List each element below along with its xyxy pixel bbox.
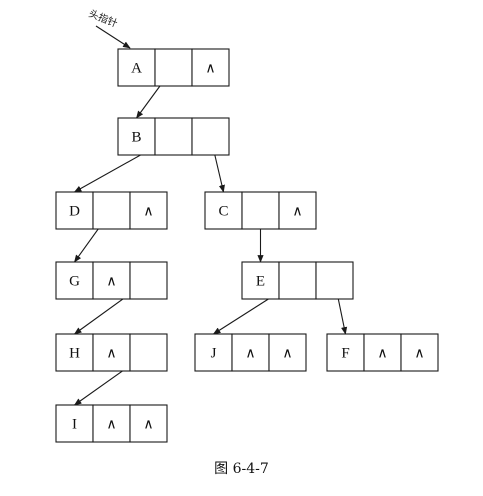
node-label: E [256,274,265,290]
null-pointer-mark: ∧ [377,346,387,362]
node-j-right-cell [268,333,307,372]
node-label: A [131,61,142,77]
node-b-left-cell [154,117,193,156]
node-label: C [218,204,228,220]
node-h-data-cell [55,333,94,372]
node-c-left-cell [241,191,280,230]
node-c: C∧ [204,191,317,230]
node-b: B [117,117,230,156]
node-e: E [241,261,354,300]
node-c-data-cell [204,191,243,230]
head-pointer: 头指针 [87,7,131,49]
head-pointer-arrow [95,25,131,49]
node-g-left-cell [92,261,131,300]
node-c-right-cell [278,191,317,230]
node-g-right-cell [129,261,168,300]
null-pointer-mark: ∧ [143,204,153,220]
null-pointer-mark: ∧ [143,417,153,433]
node-i-right-cell [129,404,168,443]
node-d: D∧ [55,191,168,230]
node-label: H [69,346,80,362]
node-h: H∧ [55,333,168,372]
node-label: G [69,274,80,290]
node-e-left-cell [278,261,317,300]
node-f-data-cell [326,333,365,372]
node-label: D [69,204,80,220]
node-label: F [341,346,349,362]
node-i: I ∧ ∧ [55,404,168,443]
null-pointer-mark: ∧ [205,61,215,77]
node-j: J ∧ ∧ [194,333,307,372]
node-b-right-cell [191,117,230,156]
node-d-right-cell [129,191,168,230]
null-pointer-mark: ∧ [106,417,116,433]
null-pointer-mark: ∧ [282,346,292,362]
nodes-layer: A∧BD∧C∧G∧EH∧J∧∧F∧∧I∧∧ [55,48,439,443]
node-g: G∧ [55,261,168,300]
node-f-right-cell [400,333,439,372]
node-d-data-cell [55,191,94,230]
node-h-right-cell [129,333,168,372]
null-pointer-mark: ∧ [245,346,255,362]
null-pointer-mark: ∧ [106,274,116,290]
node-j-data-cell [194,333,233,372]
node-b-data-cell [117,117,156,156]
null-pointer-mark: ∧ [414,346,424,362]
node-f: F ∧ ∧ [326,333,439,372]
figure-caption: 图 6-4-7 [214,461,269,477]
node-f-left-cell [363,333,402,372]
node-e-right-cell [315,261,354,300]
null-pointer-mark: ∧ [292,204,302,220]
node-e-data-cell [241,261,280,300]
node-label: I [72,417,77,433]
null-pointer-mark: ∧ [106,346,116,362]
node-a-left-cell [154,48,193,87]
node-label: J [211,346,217,362]
node-a-right-cell [191,48,230,87]
node-d-left-cell [92,191,131,230]
head-pointer-label: 头指针 [87,7,120,30]
node-label: B [131,130,141,146]
node-a: A∧ [117,48,230,87]
